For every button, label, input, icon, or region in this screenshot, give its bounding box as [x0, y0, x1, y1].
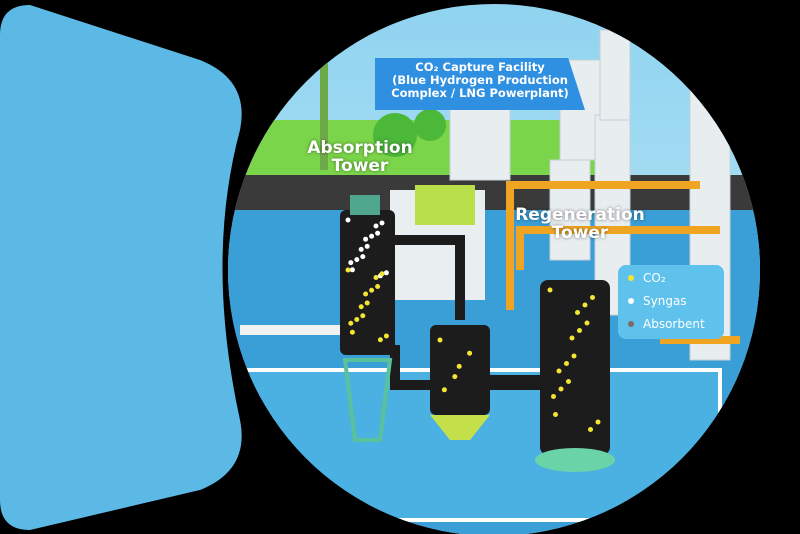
particle: [349, 329, 355, 335]
particle: [383, 333, 389, 339]
particle: [364, 300, 370, 306]
legend: CO₂ Syngas Absorbent: [618, 265, 724, 339]
particle: [379, 220, 385, 226]
particle: [360, 254, 366, 260]
co2-dot-icon: [628, 275, 634, 281]
particle: [354, 257, 360, 263]
particle: [556, 368, 562, 374]
particle: [364, 243, 370, 249]
particle: [437, 337, 443, 343]
absorption-tower: [340, 210, 395, 355]
syngas-dot-icon: [628, 298, 634, 304]
title-line-2: (Blue Hydrogen Production: [392, 73, 568, 88]
particle: [551, 394, 556, 399]
particle: [348, 320, 354, 326]
particle: [569, 335, 575, 341]
legend-item-co2: CO₂: [628, 271, 666, 285]
particle: [373, 275, 379, 280]
regeneration-tower-label: Regeneration Tower: [515, 205, 645, 243]
legend-item-syngas: Syngas: [628, 294, 687, 308]
particle: [571, 353, 577, 359]
particle: [360, 313, 366, 319]
particle: [363, 291, 369, 297]
particle: [456, 363, 462, 369]
legend-item-absorbent: Absorbent: [628, 317, 705, 331]
absorbent-dot-icon: [628, 321, 634, 327]
legend-label: Syngas: [643, 294, 687, 308]
particle: [467, 350, 473, 356]
left-blue-frame: [0, 5, 242, 530]
particle: [363, 236, 369, 242]
title-line-1: CO₂ Capture Facility: [415, 60, 545, 74]
facility-title-banner: CO₂ Capture Facility (Blue Hydrogen Prod…: [375, 58, 585, 110]
particle: [590, 295, 595, 300]
legend-label: Absorbent: [643, 317, 705, 331]
particle: [595, 419, 601, 425]
particle: [348, 260, 354, 266]
particle: [358, 304, 364, 310]
particle: [588, 427, 593, 432]
particle: [383, 270, 389, 276]
particle: [553, 412, 558, 417]
absorption-tower-label: Absorption Tower: [307, 138, 413, 176]
particle: [375, 230, 381, 236]
particle: [358, 246, 364, 252]
particle: [558, 386, 564, 392]
particle: [452, 374, 458, 380]
particle: [547, 287, 553, 293]
particle: [379, 271, 385, 277]
middle-vessel: [430, 325, 490, 415]
particle: [377, 337, 383, 343]
particle: [375, 284, 381, 289]
particle: [575, 310, 580, 315]
title-line-3: Complex / LNG Powerplant): [391, 86, 569, 101]
regeneration-tower: [540, 280, 610, 455]
particle: [582, 302, 588, 308]
particle: [577, 328, 582, 333]
particle: [566, 379, 571, 384]
particle: [345, 267, 351, 273]
particle: [369, 287, 375, 293]
particle: [441, 387, 447, 393]
particle: [584, 320, 590, 326]
particle: [373, 223, 379, 229]
particle: [354, 317, 360, 322]
particle: [564, 361, 569, 366]
particle: [369, 233, 375, 239]
particle: [349, 267, 355, 273]
legend-label: CO₂: [643, 271, 666, 285]
particle: [345, 217, 351, 223]
